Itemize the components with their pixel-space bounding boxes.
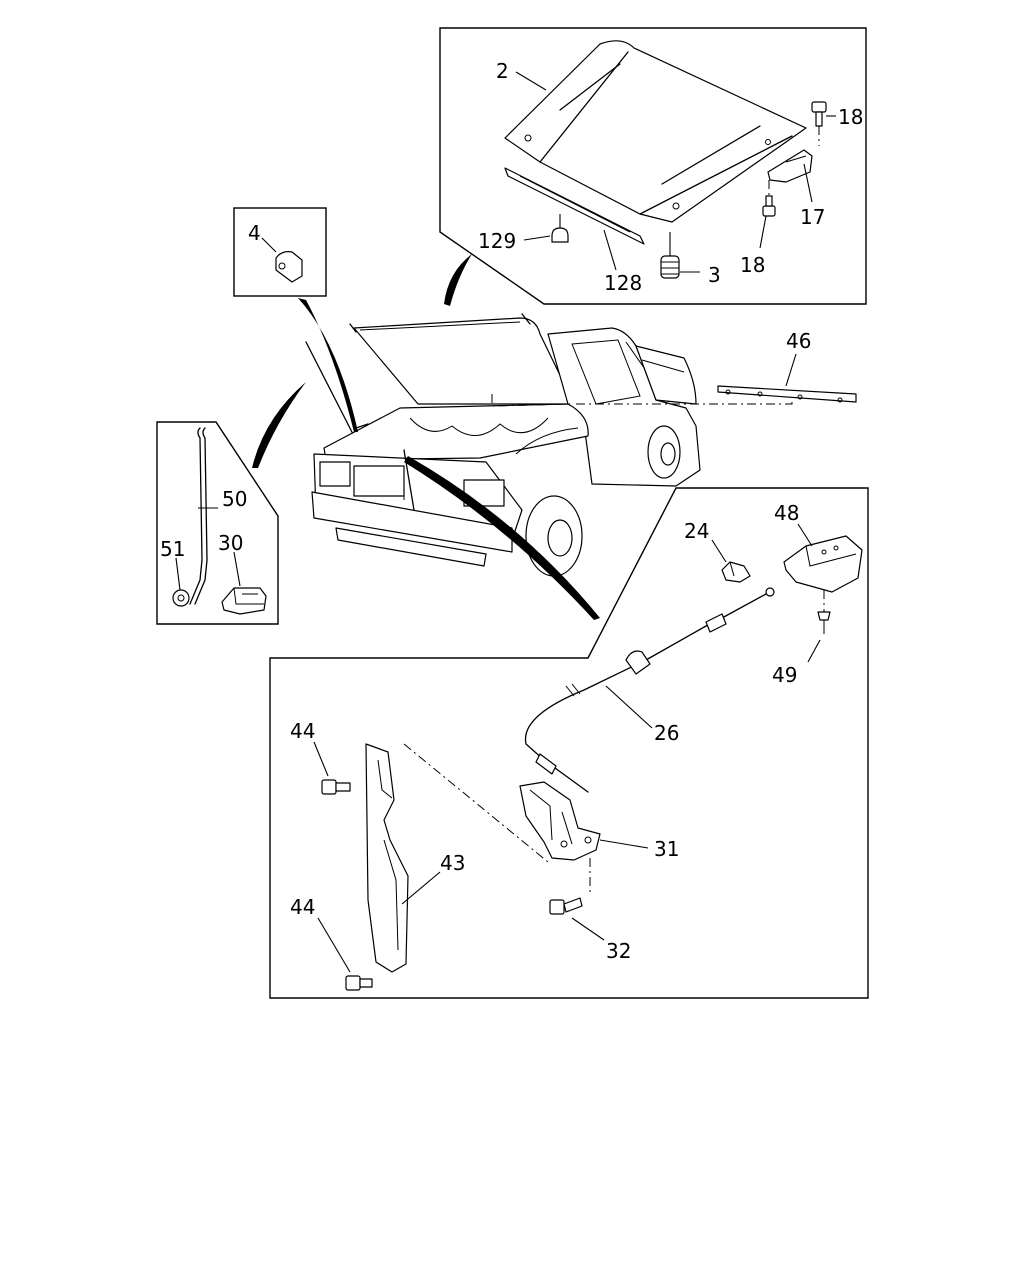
callout-44-lower: 44	[290, 895, 315, 919]
callout-26: 26	[654, 721, 679, 745]
bolt-18-upper-part	[811, 101, 827, 146]
callout-128: 128	[604, 271, 642, 295]
grommet-4-part	[275, 251, 303, 283]
bolt-44-lower-part: 44	[290, 895, 373, 991]
callout-17: 17	[800, 205, 825, 229]
bolt-32-part: 32	[549, 858, 631, 963]
support-rod-50-part	[189, 427, 208, 605]
strip-46-part: 46	[717, 329, 857, 403]
callout-18-lower: 18	[740, 253, 765, 277]
swoosh-to-grommet-inset	[298, 298, 358, 432]
callout-3: 3	[708, 263, 721, 287]
swoosh-to-latch-inset	[404, 456, 600, 620]
callout-48: 48	[774, 501, 799, 525]
callout-43: 43	[440, 851, 465, 875]
callout-49: 49	[772, 663, 797, 687]
screw-49-part: 49	[772, 590, 831, 687]
swoosh-to-hood-inset	[444, 254, 472, 306]
hood-inset: 2 18 17 18 129 128 3	[439, 27, 867, 305]
callout-30: 30	[218, 531, 243, 555]
swoosh-to-rod-inset	[252, 382, 306, 468]
callout-2: 2	[496, 59, 509, 83]
latch-inset: 24 48 49 26	[269, 487, 869, 999]
grommet-inset: 4	[233, 207, 327, 297]
callout-129: 129	[478, 229, 516, 253]
weatherstrip-part	[504, 167, 645, 245]
grommet-51-part	[172, 589, 190, 607]
callout-31: 31	[654, 837, 679, 861]
callout-46: 46	[786, 329, 811, 353]
release-cable-26-part: 26	[524, 587, 775, 793]
clip-129-part	[551, 214, 569, 243]
callout-18-upper: 18	[838, 105, 863, 129]
callout-4: 4	[248, 221, 261, 245]
latch-support-43-part: 43	[365, 743, 465, 973]
swoosh-arrows	[252, 254, 600, 620]
callout-24: 24	[684, 519, 709, 543]
release-handle-48-part: 48	[774, 501, 863, 593]
hood-latch-31-part: 31	[519, 781, 679, 861]
bolt-18-lower-part	[762, 180, 776, 217]
hood-panel-part	[504, 40, 807, 223]
callout-32: 32	[606, 939, 631, 963]
support-rod-inset: 50 51 30	[156, 421, 279, 625]
callout-50: 50	[222, 487, 247, 511]
clip-30-part	[221, 587, 267, 615]
callout-44-upper: 44	[290, 719, 315, 743]
clip-24-part: 24	[684, 519, 751, 583]
bolt-44-upper-part: 44	[290, 719, 351, 795]
hinge-17-part	[767, 149, 813, 183]
bumper-3-part	[660, 232, 680, 279]
callout-51: 51	[160, 537, 185, 561]
pickup-truck-illustration	[305, 313, 793, 577]
